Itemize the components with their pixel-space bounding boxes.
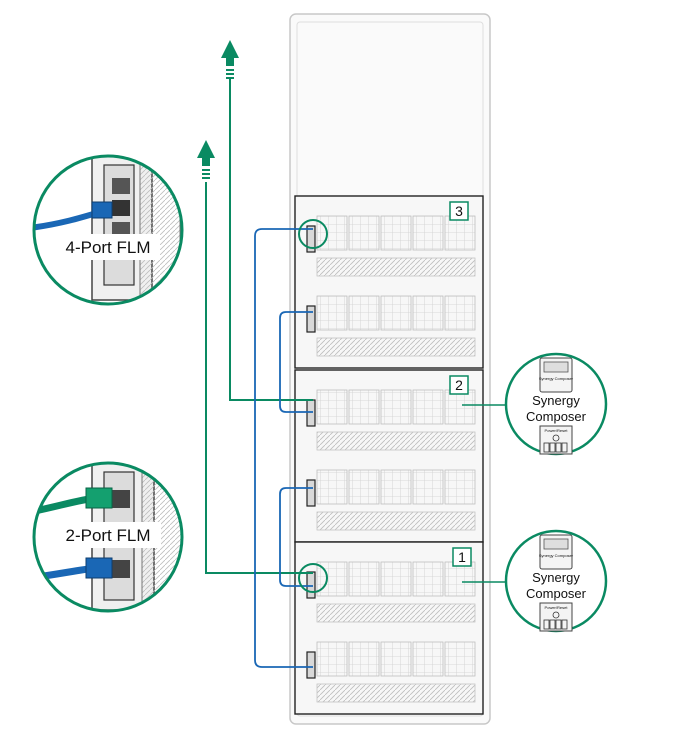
composer-label-line2: Composer [526,586,587,601]
compute-bay [316,295,348,331]
enclosure-stack: 3 2 1 [294,195,484,715]
rack-inner [296,21,484,717]
interconnect-strip [316,603,476,623]
interconnect-strip [316,337,476,357]
compute-bay [380,215,412,251]
compute-bay [380,295,412,331]
frame-link-module [306,651,316,679]
compute-bay [444,295,476,331]
interconnect-strip [316,431,476,451]
enclosure-number: 1 [458,549,466,565]
uplink-cable-green-upper [229,78,313,401]
composer-module-label: Synergy Composer [539,376,574,381]
frame-link-module [306,225,316,253]
compute-bay [444,641,476,677]
compute-bay [316,641,348,677]
compute-bay [412,215,444,251]
uplink-cable-green-lower [205,182,313,574]
link-cable-blue-mid-upper [279,311,313,413]
enclosure: 3 [294,195,484,369]
compute-bay [348,561,380,597]
interconnect-strip [316,257,476,277]
link-cable-blue-outer [254,228,313,668]
composer-module-label: Synergy Composer [539,553,574,558]
arrow-up-icon [221,40,239,79]
composer-label-line1: Synergy [532,570,580,585]
composer-power-label: Power/Reset [545,605,569,610]
compute-bay [316,389,348,425]
compute-bay [412,389,444,425]
compute-bay [412,469,444,505]
compute-bay [348,215,380,251]
composer-label-line2: Composer [526,409,587,424]
callout-composer-upper: Synergy Composer Synergy Composer Power/… [504,352,608,456]
label-4port-flm: 4-Port FLM [65,238,150,257]
flm-highlight-4port [298,219,328,249]
compute-bay [444,215,476,251]
compute-bay [444,561,476,597]
compute-bay [412,561,444,597]
enclosure-number: 2 [455,377,463,393]
composer-label-line1: Synergy [532,393,580,408]
compute-bay [316,215,348,251]
enclosure-number: 3 [455,203,463,219]
enclosure-number-badge [449,201,469,221]
enclosure: 1 [294,541,484,715]
compute-bay [412,641,444,677]
frame-link-module [306,305,316,333]
compute-bay [348,389,380,425]
enclosure-number-badge [449,375,469,395]
compute-bay [348,295,380,331]
enclosure: 2 [294,369,484,543]
compute-bay [380,469,412,505]
compute-bay [316,469,348,505]
interconnect-strip [316,511,476,531]
compute-bay [380,561,412,597]
enclosure-number-badge [452,547,472,567]
link-cable-blue-mid-lower [279,487,313,587]
compute-bay [412,295,444,331]
compute-bay [380,389,412,425]
compute-bay [348,469,380,505]
frame-link-module [306,571,316,599]
frame-link-module [306,399,316,427]
callout-composer-lower: Synergy Composer Synergy Composer Power/… [504,529,608,633]
compute-bay [380,641,412,677]
flm-highlight-2port [298,563,328,593]
frame-link-module [306,479,316,507]
callout-4port-flm: 4-Port FLM [32,154,184,306]
arrow-up-icon [197,140,215,179]
interconnect-strip [316,683,476,703]
callout-2port-flm: 2-Port FLM [32,461,184,613]
label-2port-flm: 2-Port FLM [65,526,150,545]
compute-bay [444,389,476,425]
compute-bay [444,469,476,505]
composer-power-label: Power/Reset [545,428,569,433]
compute-bay [348,641,380,677]
